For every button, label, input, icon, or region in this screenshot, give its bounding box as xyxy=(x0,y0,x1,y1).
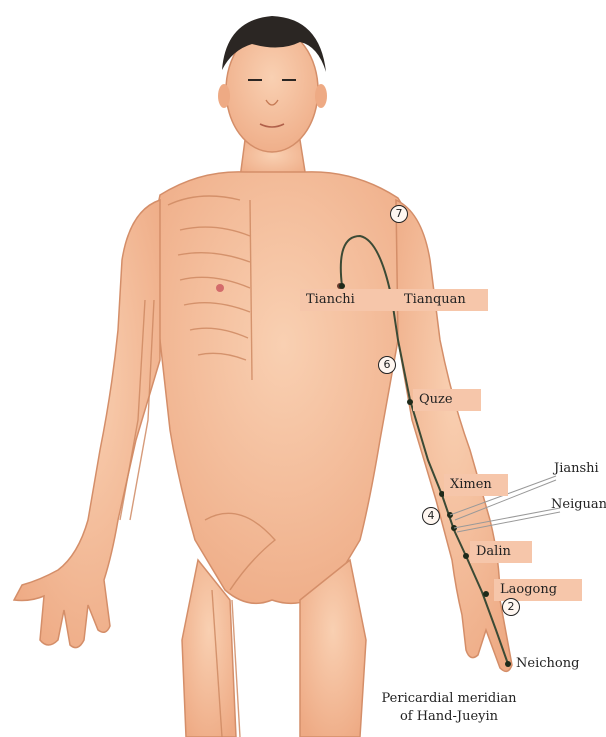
caption-line-1: Pericardial meridian xyxy=(374,690,524,708)
label-dalin: Dalin xyxy=(470,541,532,563)
label-quze: Quze xyxy=(413,389,481,411)
marker-7: 7 xyxy=(390,205,408,223)
label-tianquan: Tianquan xyxy=(398,289,488,311)
label-neichong: Neichong xyxy=(510,653,585,675)
label-tianchi: Tianchi xyxy=(300,289,400,311)
head xyxy=(218,16,327,152)
point-laogong xyxy=(483,591,489,597)
caption-line-2: of Hand-Jueyin xyxy=(374,708,524,726)
marker-2: 2 xyxy=(502,598,520,616)
point-dalin xyxy=(463,553,469,559)
label-jianshi: Jianshi xyxy=(548,458,605,480)
marker-6: 6 xyxy=(378,356,396,374)
marker-4: 4 xyxy=(422,507,440,525)
body-silhouette xyxy=(14,140,512,737)
figure-caption: Pericardial meridian of Hand-Jueyin xyxy=(374,690,524,726)
label-ximen: Ximen xyxy=(444,474,508,496)
label-neiguan: Neiguan xyxy=(545,494,606,516)
chest-point-left xyxy=(216,284,224,292)
